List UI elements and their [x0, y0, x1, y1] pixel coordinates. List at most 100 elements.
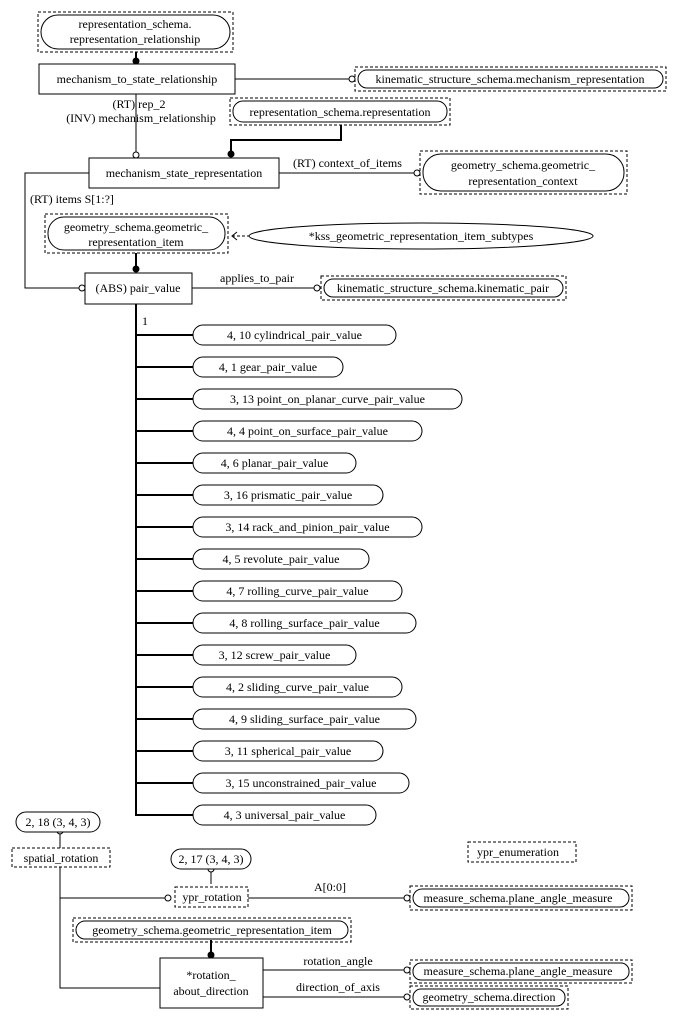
subtype-page-ref: 4, 7 rolling_curve_pair_value	[192, 580, 403, 602]
subtype-page-ref: 4, 3 universal_pair_value	[192, 804, 377, 826]
ref-label-line1: geometry_schema.geometric_	[64, 220, 209, 234]
open-circle-end	[403, 993, 411, 1001]
page-ref-label: 2, 18 (3, 4, 3)	[26, 815, 91, 829]
ref-representation-relationship: representation_schema. representation_re…	[37, 11, 234, 53]
entity-label-line1: *rotation_	[186, 968, 236, 982]
subtype-page-ref: 3, 13 point_on_planar_curve_pair_value	[192, 388, 463, 410]
filled-circle-end	[207, 951, 215, 959]
subtype-page-ref: 3, 12 screw_pair_value	[192, 644, 357, 666]
ref-direction: geometry_schema.direction	[409, 985, 569, 1010]
context-of-items-label: (RT) context_of_items	[293, 156, 402, 170]
ref-geometric-representation-context: geometry_schema.geometric_ representatio…	[419, 150, 628, 195]
ref-label: geometry_schema.direction	[423, 990, 556, 1004]
open-circle-end	[348, 75, 356, 83]
subtype-label: 3, 11 spherical_pair_value	[225, 744, 352, 758]
ref-label-line2: representation_item	[88, 235, 184, 249]
subtype-page-ref: 3, 14 rack_and_pinion_pair_value	[192, 516, 423, 538]
kss-subtypes-constraint: *kss_geometric_representation_item_subty…	[248, 222, 594, 250]
subtype-label: 3, 16 prismatic_pair_value	[224, 488, 352, 502]
type-ypr-enumeration: ypr_enumeration	[467, 841, 577, 863]
type-label: ypr_enumeration	[477, 845, 559, 859]
open-circle-end	[78, 284, 86, 292]
connectors	[24, 52, 414, 998]
ref-label: kinematic_structure_schema.mechanism_rep…	[376, 72, 645, 86]
open-circle-end	[413, 169, 421, 177]
ref-representation: representation_schema.representation	[229, 97, 451, 126]
select-label: spatial_rotation	[24, 851, 99, 865]
subtype-constraint-arrow	[231, 231, 238, 241]
subtype-label: 4, 8 rolling_surface_pair_value	[229, 616, 379, 630]
subtype-label: 4, 3 universal_pair_value	[224, 808, 346, 822]
ref-label: kinematic_structure_schema.kinematic_pai…	[337, 281, 549, 295]
rep-2-label: (RT) rep_2	[113, 97, 166, 111]
page-ref-label: 2, 17 (3, 4, 3)	[179, 852, 244, 866]
applies-to-pair-label: applies_to_pair	[220, 271, 294, 285]
ref-label: measure_schema.plane_angle_measure	[424, 891, 613, 905]
subtype-page-ref: 4, 8 rolling_surface_pair_value	[192, 612, 417, 634]
subtype-label: 4, 4 point_on_surface_pair_value	[227, 424, 388, 438]
ref-geometric-representation-item: geometry_schema.geometric_ representatio…	[44, 213, 229, 254]
items-line	[24, 172, 89, 289]
subtype-label: 3, 14 rack_and_pinion_pair_value	[225, 520, 389, 534]
filled-circle-end	[227, 150, 235, 158]
subtype-page-ref: 4, 2 sliding_curve_pair_value	[192, 676, 403, 698]
constraint-label: *kss_geometric_representation_item_subty…	[309, 229, 534, 243]
open-circle-end	[164, 894, 172, 902]
open-circle-end	[313, 284, 321, 292]
subtype-page-ref: 4, 4 point_on_surface_pair_value	[192, 420, 423, 442]
page-ref-spatial-rotation: 2, 18 (3, 4, 3)	[15, 811, 101, 833]
ref-label: geometry_schema.geometric_representation…	[92, 923, 332, 937]
type-label: ypr_rotation	[182, 890, 241, 904]
mechanism-relationship-label: (INV) mechanism_relationship	[66, 111, 216, 125]
ref-geometric-representation-item-2: geometry_schema.geometric_representation…	[72, 917, 352, 943]
supertype-line-representation	[230, 125, 342, 156]
entity-pair-value: (ABS) pair_value	[84, 272, 193, 305]
subtype-page-ref: 3, 11 spherical_pair_value	[192, 740, 384, 762]
pair-value-subtypes: 4, 10 cylindrical_pair_value 4, 1 gear_pa…	[192, 324, 463, 826]
open-circle-end	[403, 966, 411, 974]
spatial-rotation-select-line	[59, 867, 160, 989]
page-ref-ypr-rotation: 2, 17 (3, 4, 3)	[170, 848, 252, 870]
subtype-page-ref: 4, 9 sliding_surface_pair_value	[192, 708, 417, 730]
subtype-label: 4, 5 revolute_pair_value	[223, 552, 340, 566]
entity-mechanism-state-representation: mechanism_state_representation	[88, 157, 280, 189]
subtype-page-ref: 3, 16 prismatic_pair_value	[192, 484, 384, 506]
ref-kinematic-pair: kinematic_structure_schema.kinematic_pai…	[320, 275, 567, 301]
ref-label-line2: representation_relationship	[70, 32, 201, 46]
subtype-page-ref: 4, 1 gear_pair_value	[192, 356, 344, 378]
direction-of-axis-label: direction_of_axis	[296, 980, 380, 994]
ref-label: representation_schema.representation	[250, 105, 431, 119]
ref-mechanism-representation: kinematic_structure_schema.mechanism_rep…	[354, 66, 667, 92]
entity-label-line2: about_direction	[173, 984, 248, 998]
ref-plane-angle-measure-2: measure_schema.plane_angle_measure	[409, 959, 633, 984]
entity-rotation-about-direction: *rotation_ about_direction	[159, 957, 264, 1009]
subtype-label: 3, 13 point_on_planar_curve_pair_value	[230, 392, 425, 406]
entity-mechanism-to-state-relationship: mechanism_to_state_relationship	[38, 63, 236, 95]
entity-label: mechanism_state_representation	[106, 166, 263, 180]
subtype-label: 4, 7 rolling_curve_pair_value	[226, 584, 368, 598]
cardinality-label: 1	[142, 314, 148, 328]
filled-circle-end	[132, 57, 140, 65]
subtype-page-ref: 4, 10 cylindrical_pair_value	[192, 324, 397, 346]
subtype-label: 4, 10 cylindrical_pair_value	[227, 328, 362, 342]
open-circle-end	[403, 894, 411, 902]
type-ypr-rotation: ypr_rotation	[174, 886, 249, 908]
subtype-tree-branches	[136, 334, 193, 816]
subtype-page-ref: 3, 15 unconstrained_pair_value	[192, 772, 410, 794]
ref-label-line1: representation_schema.	[79, 17, 192, 31]
subtype-label: 4, 9 sliding_surface_pair_value	[229, 712, 380, 726]
ref-label-line2: representation_context	[468, 174, 578, 188]
entity-label: mechanism_to_state_relationship	[57, 72, 218, 86]
subtype-label: 3, 12 screw_pair_value	[219, 648, 331, 662]
filled-circle-end	[132, 265, 140, 273]
ref-plane-angle-measure-1: measure_schema.plane_angle_measure	[409, 885, 633, 911]
subtype-page-ref: 4, 5 revolute_pair_value	[192, 548, 370, 570]
entity-label: (ABS) pair_value	[96, 281, 181, 295]
subtype-label: 4, 6 planar_pair_value	[221, 456, 329, 470]
ref-label: measure_schema.plane_angle_measure	[424, 964, 613, 978]
select-spatial-rotation: spatial_rotation	[11, 847, 111, 868]
items-label: (RT) items S[1:?]	[30, 192, 114, 206]
ref-label-line1: geometry_schema.geometric_	[451, 158, 596, 172]
subtype-label: 4, 2 sliding_curve_pair_value	[226, 680, 369, 694]
